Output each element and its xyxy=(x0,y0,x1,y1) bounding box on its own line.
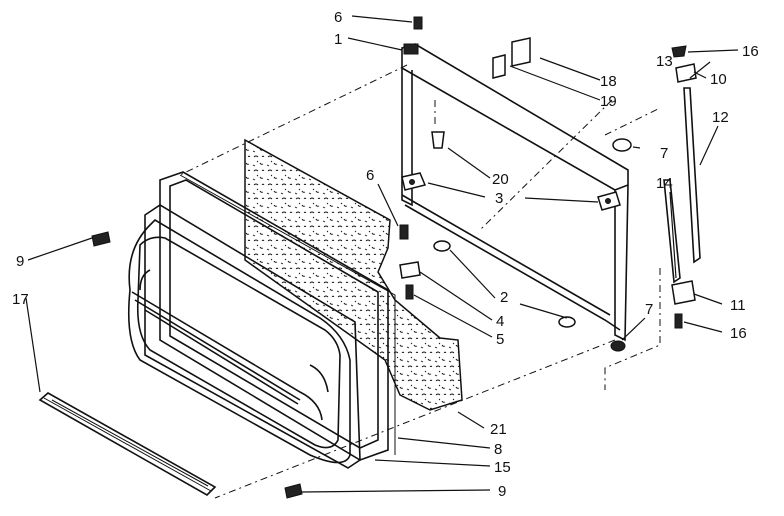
washer-4 xyxy=(399,261,421,279)
cover-19 xyxy=(492,54,506,79)
hinge-11 xyxy=(671,280,696,305)
hinge-brackets xyxy=(401,172,621,211)
screw-6-top xyxy=(413,16,423,30)
callout-10: 10 xyxy=(710,71,727,88)
callout-6-top: 6 xyxy=(334,9,342,26)
screw-9-left xyxy=(91,231,111,247)
screw-16-bottom xyxy=(674,313,683,329)
callout-18: 18 xyxy=(600,73,617,90)
screw-5 xyxy=(405,284,414,300)
door-gasket xyxy=(159,171,396,461)
screw-16-top xyxy=(671,45,687,58)
screw-9-bottom xyxy=(284,483,303,499)
callout-20: 20 xyxy=(492,171,509,188)
callout-7-lower: 7 xyxy=(645,301,653,318)
callout-21: 21 xyxy=(490,421,507,438)
callout-17: 17 xyxy=(12,291,29,308)
callout-9-left: 9 xyxy=(16,253,24,270)
callout-19: 19 xyxy=(600,93,617,110)
cover-18 xyxy=(511,37,531,67)
small-parts xyxy=(91,16,632,499)
rod-14 xyxy=(663,179,681,284)
rod-12 xyxy=(683,87,701,264)
callout-3: 3 xyxy=(495,190,503,207)
callout-13: 13 xyxy=(656,53,673,70)
door-liner xyxy=(127,204,361,469)
callout-14: 14 xyxy=(656,175,673,192)
hinge-10 xyxy=(675,63,697,83)
callout-16-top: 16 xyxy=(742,43,759,60)
callout-9-bottom: 9 xyxy=(498,483,506,500)
callout-4: 4 xyxy=(496,313,504,330)
bushing-2b xyxy=(558,316,576,328)
callout-1: 1 xyxy=(334,31,342,48)
screw-6-side xyxy=(399,224,409,240)
insulation-panel xyxy=(244,138,463,411)
callout-8: 8 xyxy=(494,441,502,458)
door-frame xyxy=(401,43,629,342)
callout-labels: 6 1 18 19 20 3 6 9 17 2 4 5 7 7 13 16 10… xyxy=(12,9,759,500)
callout-16-bottom: 16 xyxy=(730,325,747,342)
callout-2: 2 xyxy=(500,289,508,306)
leader-lines xyxy=(25,15,739,493)
plug-7-upper xyxy=(612,138,632,152)
construction-lines xyxy=(179,64,661,499)
callout-11: 11 xyxy=(730,297,746,314)
callout-5: 5 xyxy=(496,331,504,348)
callout-12: 12 xyxy=(712,109,729,126)
callout-6-side: 6 xyxy=(366,167,374,184)
cap-20 xyxy=(431,131,445,149)
bushing-2a xyxy=(433,240,451,252)
callout-7-upper: 7 xyxy=(660,145,668,162)
door-shelf-bar xyxy=(38,392,217,496)
callout-15: 15 xyxy=(494,459,511,476)
plug-7-lower xyxy=(610,340,626,352)
